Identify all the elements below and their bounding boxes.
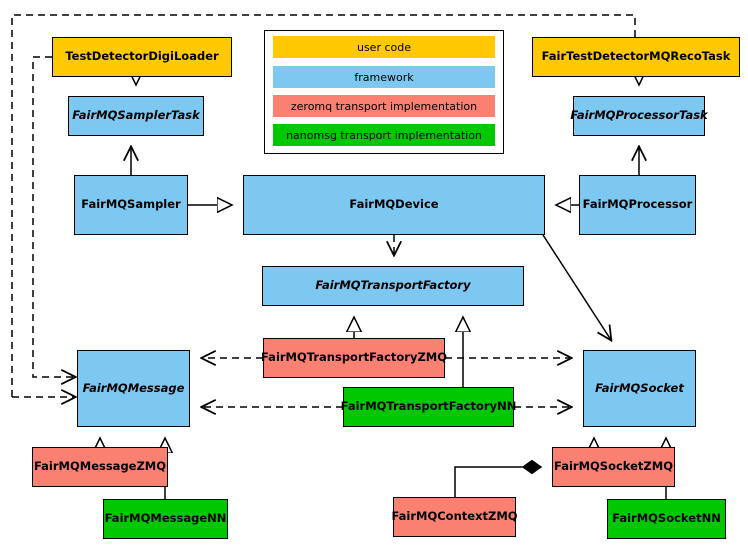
- node-label: FairMQMessage: [82, 380, 185, 395]
- node-label: TestDetectorDigiLoader: [65, 49, 219, 64]
- node-label: FairTestDetectorMQRecoTask: [541, 49, 731, 64]
- node-fairmqsocketzmq[interactable]: FairMQSocketZMQ: [552, 447, 675, 487]
- node-fairmqtransportfactoryzmq[interactable]: FairMQTransportFactoryZMQ: [261, 338, 448, 378]
- node-label: FairMQSamplerTask: [72, 108, 200, 123]
- node-fairmqmessage[interactable]: FairMQMessage: [77, 350, 190, 427]
- node-fairmqprocessor[interactable]: FairMQProcessor: [579, 175, 696, 235]
- node-fairmqmessagezmq[interactable]: FairMQMessageZMQ: [32, 447, 168, 487]
- node-label: FairMQProcessor: [582, 197, 693, 212]
- node-fairmqprocessortask[interactable]: FairMQProcessorTask: [570, 96, 708, 136]
- legend-item-zeromq: zeromq transport implementation: [273, 95, 495, 117]
- assoc-device-to-socket: [542, 234, 611, 340]
- node-fairmqsamplertask[interactable]: FairMQSamplerTask: [68, 96, 204, 136]
- node-fairmqsocketnn[interactable]: FairMQSocketNN: [607, 499, 726, 539]
- comp-contextzmq-to-socketzmq: [454, 467, 541, 497]
- legend-item-label: zeromq transport implementation: [290, 99, 478, 113]
- node-fairmqmessagenn[interactable]: FairMQMessageNN: [103, 499, 228, 539]
- legend-item-user-code: user code: [273, 36, 495, 58]
- node-label: FairMQTransportFactoryNN: [340, 399, 517, 414]
- node-fairmqsocket[interactable]: FairMQSocket: [583, 350, 696, 427]
- node-label: FairMQContextZMQ: [391, 509, 518, 524]
- legend-item-nanomsg: nanomsg transport implementation: [273, 124, 495, 146]
- node-label: FairMQSampler: [81, 197, 181, 212]
- node-fairmqsampler[interactable]: FairMQSampler: [74, 175, 188, 235]
- node-label: FairMQDevice: [349, 197, 439, 212]
- node-fairmqtransportfactorynn[interactable]: FairMQTransportFactoryNN: [340, 387, 517, 427]
- node-label: FairMQProcessorTask: [570, 108, 708, 123]
- node-label: FairMQMessageNN: [104, 511, 227, 526]
- node-fairmqtransportfactory[interactable]: FairMQTransportFactory: [262, 266, 524, 306]
- node-fairmqdevice[interactable]: FairMQDevice: [243, 175, 545, 235]
- legend-item-framework: framework: [273, 66, 495, 88]
- legend-item-label: user code: [356, 40, 412, 54]
- node-label: FairMQSocket: [595, 380, 684, 395]
- node-label: FairMQSocketZMQ: [554, 459, 673, 474]
- legend-item-label: nanomsg transport implementation: [286, 128, 482, 142]
- legend-item-label: framework: [354, 70, 414, 84]
- node-label: FairMQTransportFactoryZMQ: [261, 350, 448, 365]
- node-label: FairMQSocketNN: [612, 511, 721, 526]
- node-fairtestdetectormqrecotask[interactable]: FairTestDetectorMQRecoTask: [532, 37, 740, 77]
- node-label: FairMQMessageZMQ: [33, 459, 167, 474]
- node-testdetectordigiloader[interactable]: TestDetectorDigiLoader: [52, 37, 232, 77]
- node-fairmqcontextzmq[interactable]: FairMQContextZMQ: [391, 497, 518, 537]
- node-label: FairMQTransportFactory: [315, 278, 471, 293]
